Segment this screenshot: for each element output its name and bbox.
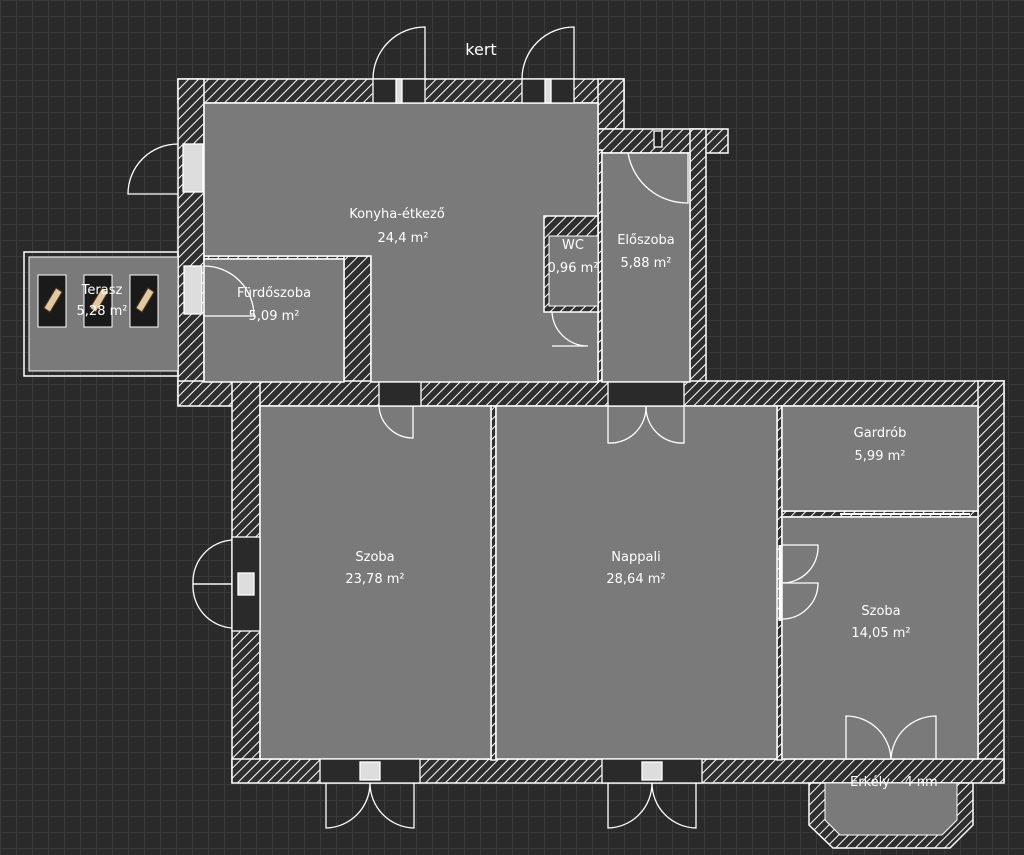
floor-bathroom (203, 258, 345, 383)
floors (203, 102, 979, 760)
wardrobe-name: Gardrób (854, 426, 907, 441)
west-room-name: Szoba (355, 550, 394, 565)
east-room-door-swing-2 (781, 582, 819, 620)
wall-east (977, 380, 1005, 783)
hall-name: Előszoba (617, 233, 675, 248)
kitchen-name: Konyha-étkező (349, 207, 445, 222)
south-window-2-pane (641, 761, 663, 781)
west-window-swing-2 (192, 583, 233, 629)
floor-kitchen (203, 102, 599, 383)
living-door-swing-1 (607, 405, 647, 444)
bathroom-door-swing (203, 265, 255, 317)
wall-bath-east (343, 255, 372, 383)
east-room-name: Szoba (861, 604, 900, 619)
bathroom-area: 5,09 m² (249, 309, 300, 324)
wardrobe-area: 5,99 m² (855, 449, 906, 464)
kitchen-south-door-swing (378, 405, 414, 439)
floor-wc (548, 235, 599, 307)
south-window-1-pane (359, 761, 381, 781)
wc-door-swing (551, 311, 589, 347)
lounger-1-detail (43, 287, 63, 313)
wall-middle-band (177, 380, 1005, 407)
lounger-2 (83, 274, 113, 328)
hall-area: 5,88 m² (621, 256, 672, 271)
balcony-name: Erkély (850, 775, 890, 790)
west-window-swing-1 (192, 539, 233, 585)
openings (127, 26, 970, 829)
balcony-door-swing-1 (845, 715, 892, 760)
floor-living (495, 405, 778, 760)
wall-west-upper (177, 78, 205, 406)
south-window-1-swing-1 (325, 782, 371, 829)
lounger-3 (129, 274, 159, 328)
living-door-swing-2 (645, 405, 685, 444)
living-door-frame (607, 381, 685, 407)
floor-east-room (781, 516, 979, 760)
west-room-area: 23,78 m² (345, 572, 404, 587)
wall-kitchen-east (597, 78, 625, 130)
wc-name: WC (562, 238, 584, 253)
wall-hall-top (597, 128, 729, 154)
entrance-handle (653, 130, 663, 148)
garden-label: kert (465, 40, 496, 59)
south-window-2-swing-2 (651, 782, 697, 829)
bathroom-door (183, 265, 203, 315)
garden-door-2-leaf (544, 78, 552, 104)
floor-wardrobe (781, 405, 979, 512)
kitchen-side-door-swing (127, 143, 179, 195)
terrace-name: Terasz (81, 283, 123, 298)
kitchen-side-door (182, 143, 204, 193)
living-name: Nappali (611, 550, 660, 565)
floor-hall (601, 152, 691, 383)
balcony-area: 4 nm (904, 775, 937, 790)
floor-balcony (824, 782, 958, 836)
lounger-3-detail (135, 287, 155, 313)
wc-area: 0,96 m² (548, 261, 599, 276)
south-window-2-swing-1 (607, 782, 653, 829)
terrace-area: 5,28 m² (77, 304, 128, 319)
garden-door-1-leaf (395, 78, 403, 104)
east-room-area: 14,05 m² (851, 626, 910, 641)
labels: kert Konyha-étkező 24,4 m² WC 0,96 m² El… (77, 40, 938, 790)
lounger-2-detail (89, 287, 109, 313)
west-window-pane (237, 572, 255, 596)
south-window-1-swing-2 (369, 782, 415, 829)
wall-hall-east (689, 128, 707, 406)
kitchen-area: 24,4 m² (378, 231, 429, 246)
balcony-door-swing-2 (890, 715, 937, 760)
garden-door-1-swing (372, 26, 426, 80)
bathroom-name: Fürdőszoba (237, 286, 311, 301)
terrace-furniture (37, 274, 159, 328)
garden-door-2-swing (521, 26, 575, 80)
entrance-door-swing (627, 152, 689, 204)
east-room-door-swing-1 (781, 544, 819, 584)
floor-west-room (259, 405, 492, 760)
kitchen-south-door (378, 381, 422, 407)
living-area: 28,64 m² (606, 572, 665, 587)
